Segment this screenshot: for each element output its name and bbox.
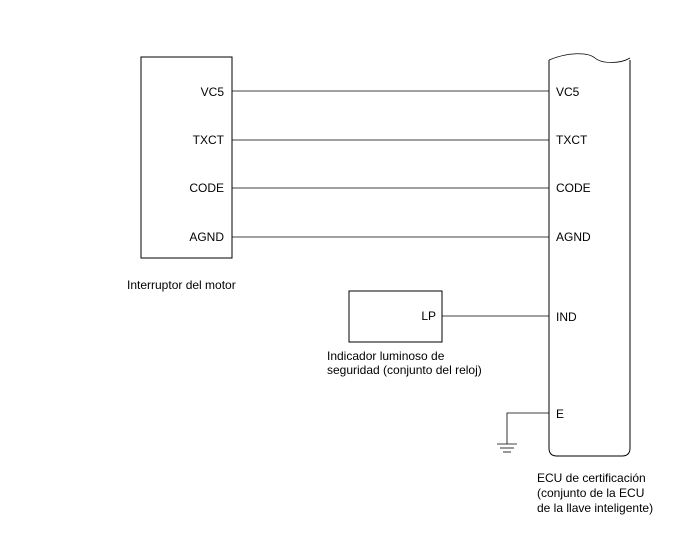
ground-icon bbox=[497, 443, 517, 453]
motor-switch-pin-txct: TXCT bbox=[193, 133, 225, 147]
motor-switch-pin-agnd: AGND bbox=[189, 230, 224, 244]
ecu-caption-line2: (conjunto de la ECU bbox=[537, 486, 644, 500]
security-indicator-caption-line1: Indicador luminoso de bbox=[327, 349, 445, 363]
ecu-break-line bbox=[548, 53, 631, 63]
security-indicator-caption-line2: seguridad (conjunto del reloj) bbox=[327, 363, 482, 377]
ecu-caption-line1: ECU de certificación bbox=[537, 471, 646, 485]
security-indicator-box bbox=[348, 290, 443, 343]
ecu-pin-vc5: VC5 bbox=[556, 85, 580, 99]
ecu-caption-line3: de la llave inteligente) bbox=[537, 501, 653, 515]
ecu-pin-code: CODE bbox=[556, 181, 591, 195]
ecu-pin-txct: TXCT bbox=[556, 133, 588, 147]
motor-switch-pin-vc5: VC5 bbox=[201, 85, 225, 99]
motor-switch-caption: Interruptor del motor bbox=[127, 278, 236, 292]
ecu-pin-ind: IND bbox=[556, 310, 577, 324]
security-indicator-pin-lp: LP bbox=[421, 309, 436, 323]
ecu-pin-e: E bbox=[556, 407, 564, 421]
motor-switch-box bbox=[140, 56, 233, 259]
motor-switch-pin-code: CODE bbox=[189, 181, 224, 195]
wire-ground bbox=[506, 412, 549, 444]
ecu-pin-agnd: AGND bbox=[556, 230, 591, 244]
certification-ecu-box bbox=[548, 60, 631, 457]
